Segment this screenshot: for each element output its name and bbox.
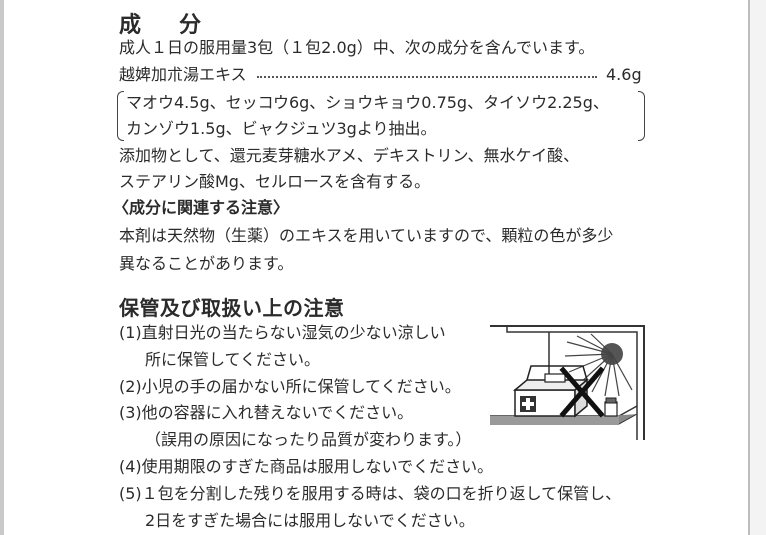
page-left-edge [0,0,4,535]
storage-item5-line2: 2日をすぎた場合には服用しないでください。 [145,511,475,530]
storage-item3-line1: (3)他の容器に入れ替えないでください。 [119,403,414,422]
storage-item4: (4)使用期限のすぎた商品は服用しないでください。 [119,457,494,476]
source-bracket-left [117,91,124,141]
storage-item1-line1: (1)直射日光の当たらない湿気の少ない涼しい [119,323,446,342]
related-caution-heading: 〈成分に関連する注意〉 [113,198,290,217]
dosage-intro: 成人１日の服用量3包（１包2.0g）中、次の成分を含んでいます。 [119,38,595,57]
additives-line1: 添加物として、還元麦芽糖水アメ、デキストリン、無水ケイ酸、 [119,146,580,165]
storage-item5-line1: (5)１包を分割した残りを服用する時は、袋の口を折り返して保管し、 [119,484,622,503]
page-scroll-edge [748,0,766,535]
extract-amount: 4.6g [606,65,642,84]
storage-item2: (2)小児の手の届かない所に保管してください。 [119,377,461,396]
leader-dots [257,76,597,78]
source-herbs-line1: マオウ4.5g、セッコウ6g、ショウキョウ0.75g、タイソウ2.25g、 [126,93,609,112]
storage-item1-line2: 所に保管してください。 [145,350,321,369]
ingredients-heading: 成 分 [119,13,210,38]
extract-name: 越婢加朮湯エキス [119,65,247,84]
source-herbs-line2: カンゾウ1.5g、ビャクジュツ3gより抽出。 [126,119,437,138]
additives-line2: ステアリン酸Mg、セルロースを含有する。 [119,172,431,191]
source-bracket-right [638,91,645,141]
related-caution-line2: 異なることがあります。 [119,254,294,273]
related-caution-line1: 本剤は天然物（生薬）のエキスを用いていますので、顆粒の色が多少 [119,226,614,245]
no-storage-in-sunlight-icon [487,322,648,442]
storage-heading: 保管及び取扱い上の注意 [119,296,345,320]
storage-item3-line2: （誤用の原因になったり品質が変わります。） [145,430,472,449]
